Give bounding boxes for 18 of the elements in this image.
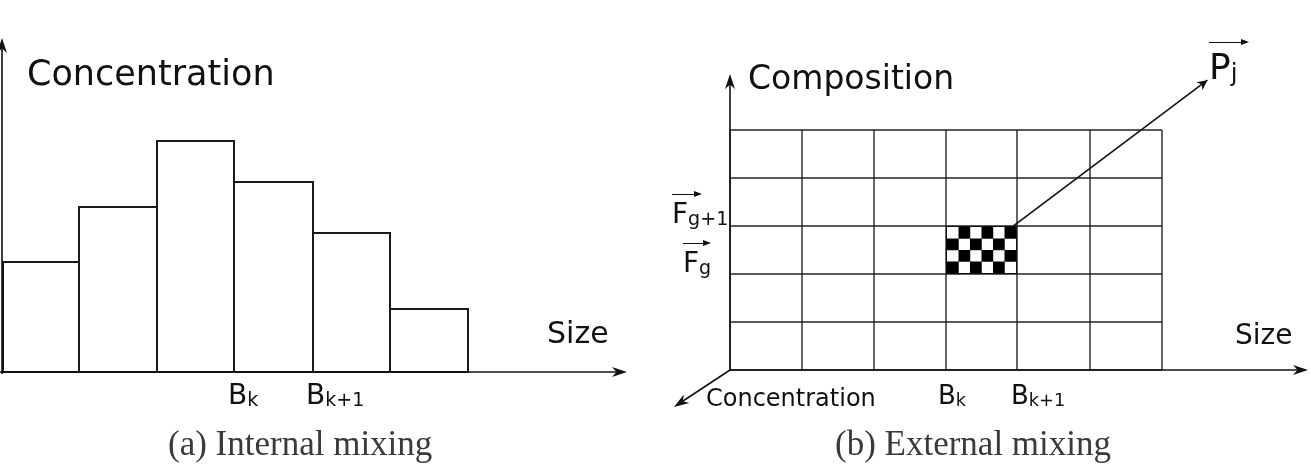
- axis-label: Size: [547, 316, 609, 351]
- vector-label: P$_{j}$: [1209, 40, 1249, 88]
- subfigure-caption: (a) Internal mixing: [168, 424, 433, 465]
- histogram-bar: [312, 232, 391, 373]
- histogram-bar: [2, 261, 80, 373]
- axis-label: Composition: [748, 59, 955, 98]
- axis-label: Concentration: [706, 385, 876, 413]
- histogram-bar: [156, 140, 235, 373]
- checkered-cell: [946, 226, 1017, 274]
- bin-edge-label: B$_{k+1}$: [1011, 380, 1066, 411]
- histogram-bar: [389, 308, 469, 373]
- axis-label: Size: [1235, 319, 1293, 352]
- histogram-bar: [78, 206, 158, 373]
- axis-label: Concentration: [27, 53, 275, 94]
- arrow: [1012, 79, 1209, 227]
- histogram-bar: [233, 181, 314, 373]
- bin-edge-label: B$_{k}$: [938, 380, 967, 411]
- subfigure-caption: (b) External mixing: [835, 424, 1112, 465]
